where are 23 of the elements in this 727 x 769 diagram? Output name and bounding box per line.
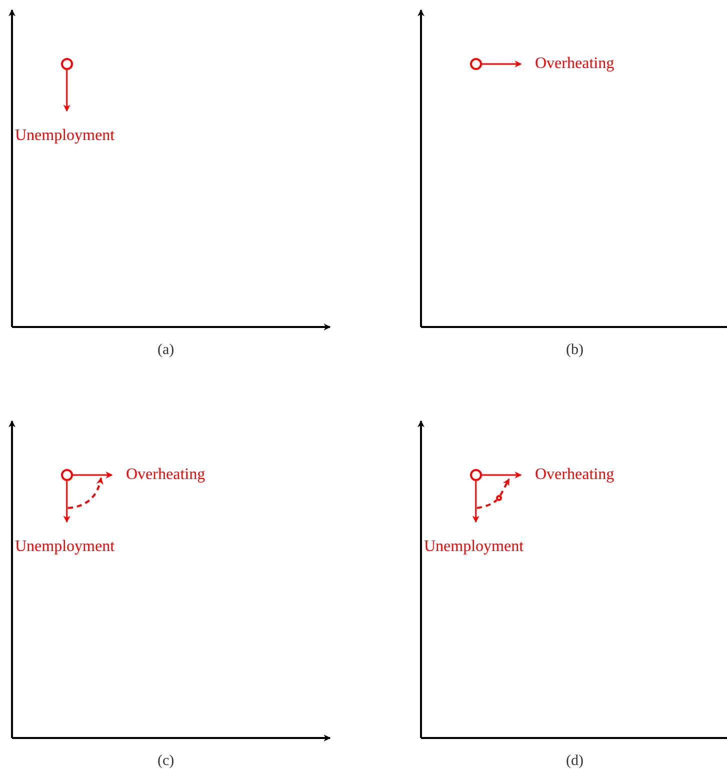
panel-caption: (b) — [566, 341, 584, 359]
point-marker — [496, 495, 502, 501]
panel-caption: (d) — [566, 752, 584, 769]
axis-label: Overheating — [112, 466, 206, 484]
origin-circle — [470, 58, 482, 70]
origin-circle — [61, 469, 73, 481]
arrow — [63, 70, 70, 112]
axis-label: Overheating — [521, 466, 614, 484]
origin-circle — [470, 469, 482, 481]
axis-label: Unemployment — [15, 522, 115, 556]
panel-caption: (a) — [158, 341, 174, 359]
arrow — [482, 472, 522, 478]
arrow — [73, 472, 113, 478]
dashed-line — [476, 499, 498, 509]
axis-label: Unemployment — [424, 522, 524, 556]
axis-label: Unemployment — [15, 111, 115, 145]
panel-caption: (c) — [158, 752, 174, 769]
arrow — [63, 481, 70, 523]
axis-label: Overheating — [521, 55, 614, 73]
origin-circle — [61, 58, 73, 70]
arrow — [500, 478, 510, 496]
arrow — [472, 481, 480, 523]
arrow — [482, 60, 522, 68]
